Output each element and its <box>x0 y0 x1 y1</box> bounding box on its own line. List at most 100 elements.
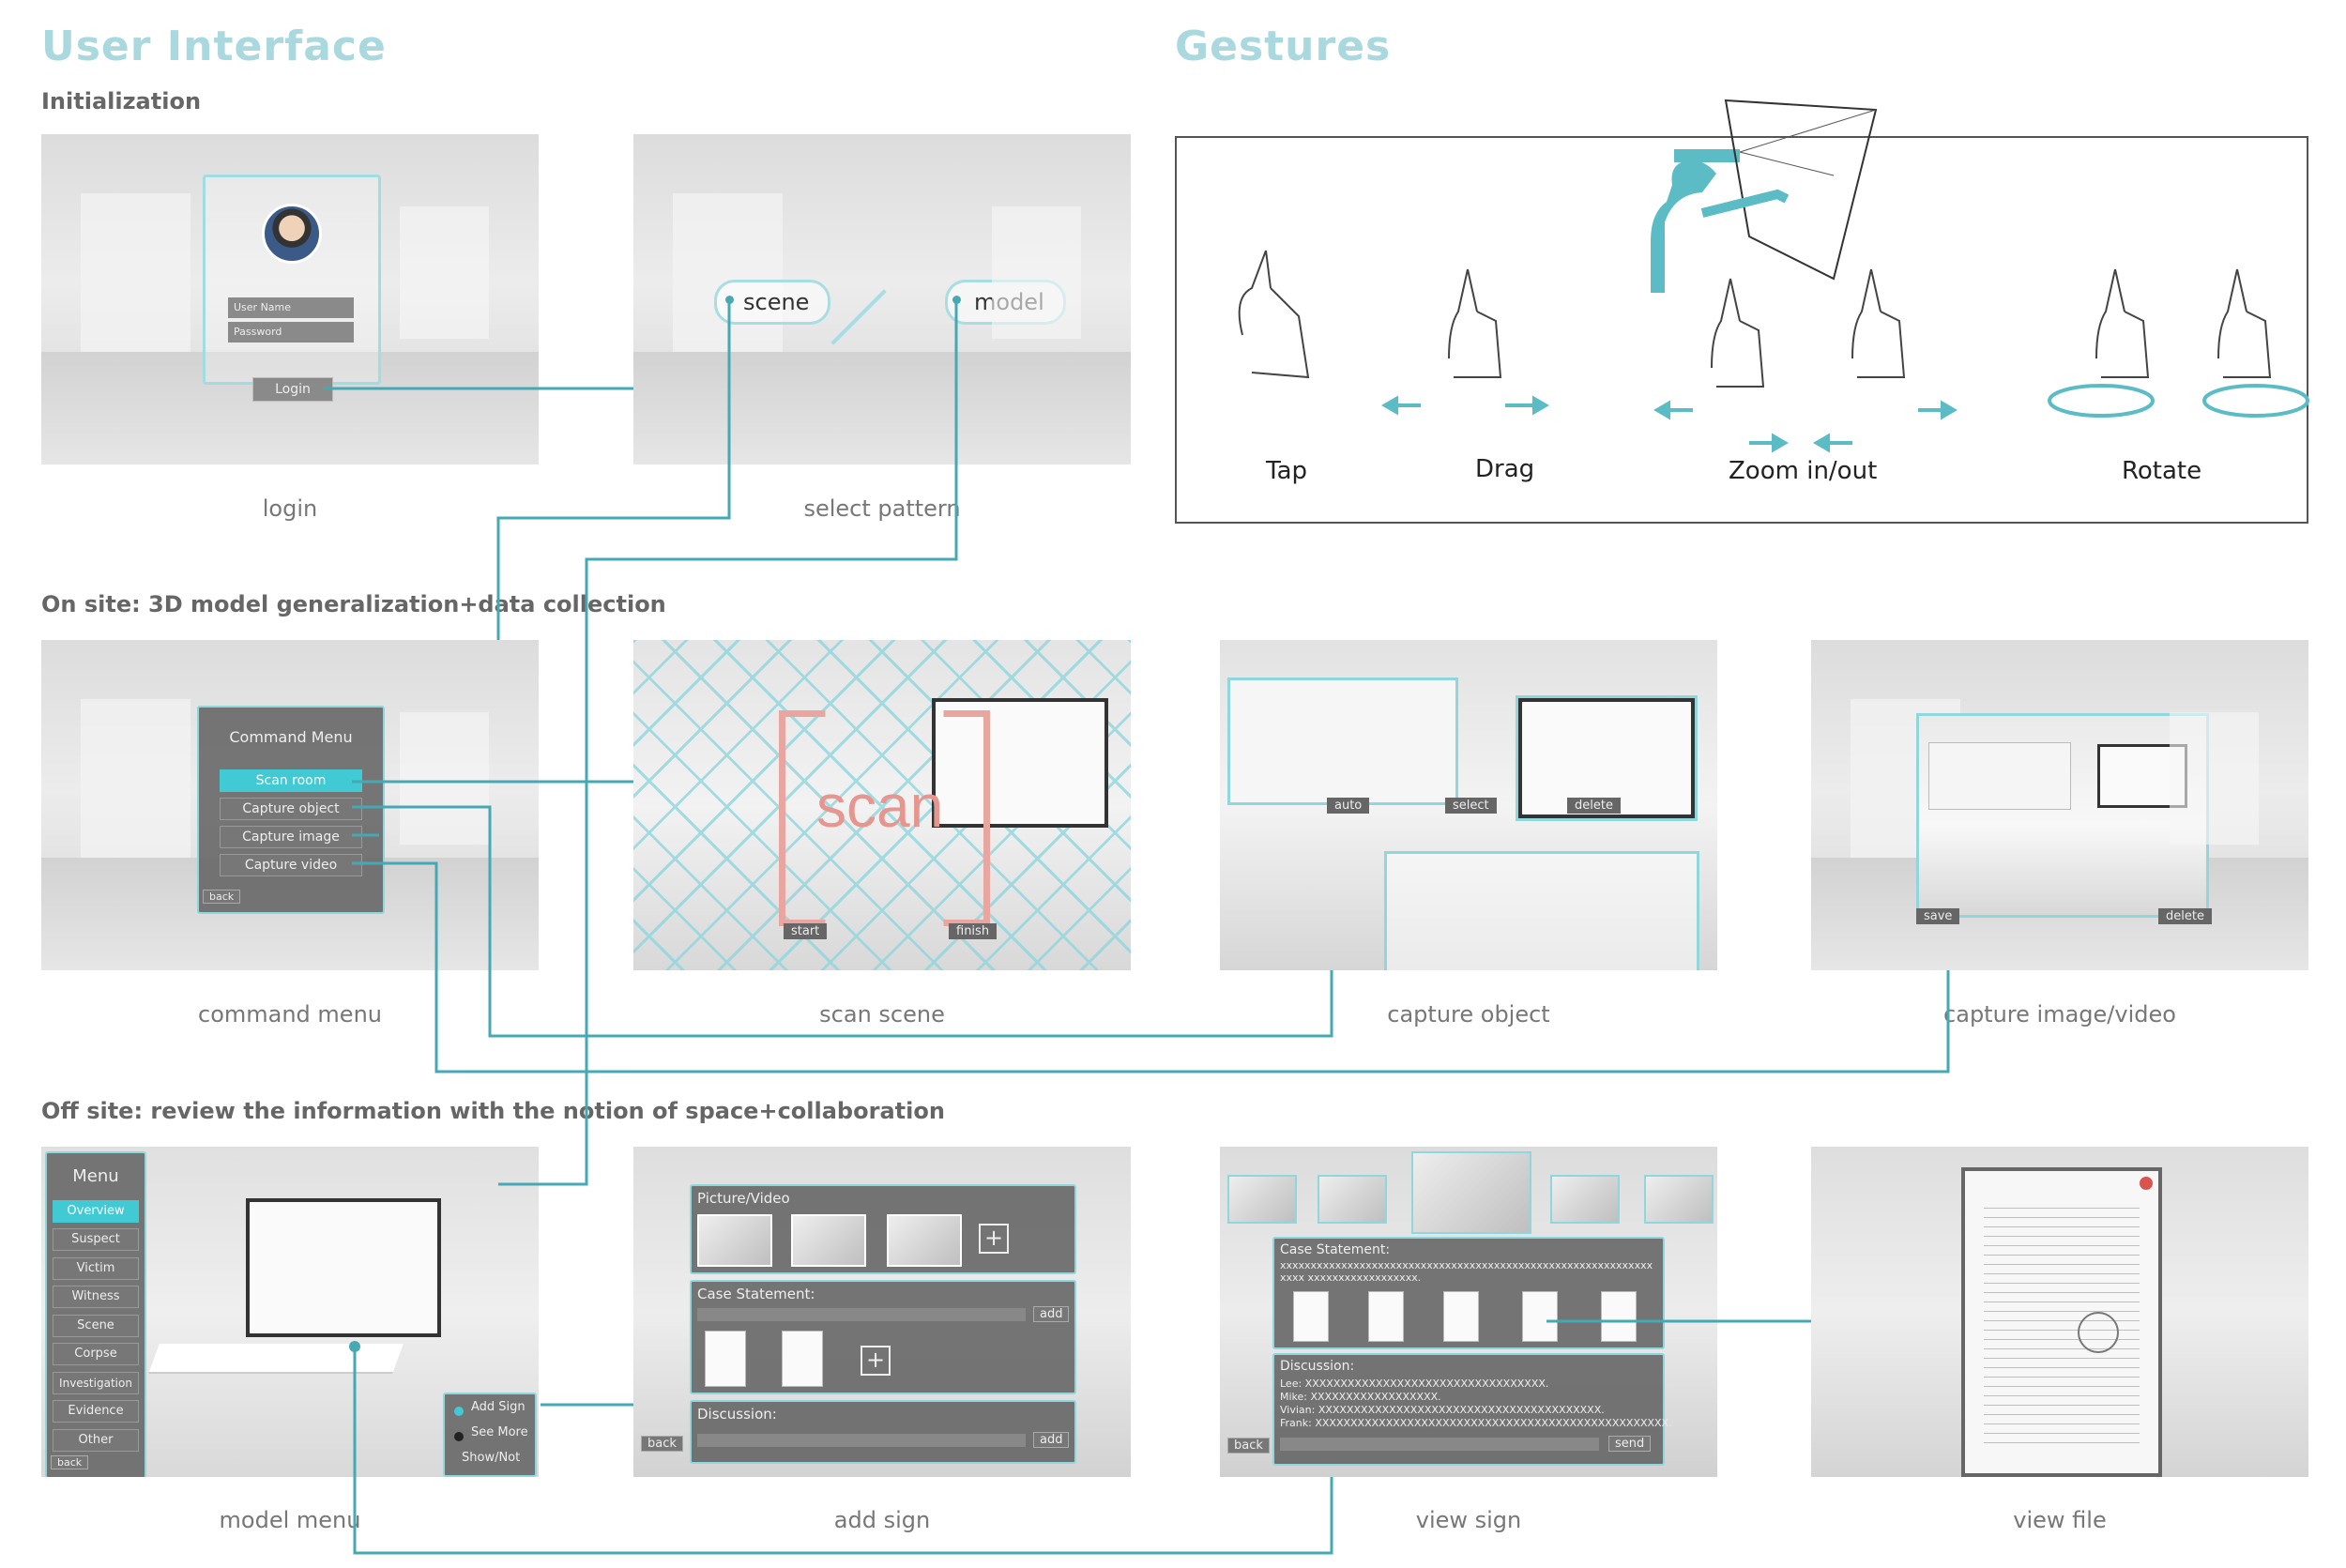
ui-header: User Interface <box>41 23 387 70</box>
sign-actions: Add Sign See More Show/Not <box>443 1393 537 1477</box>
back-button[interactable]: back <box>203 890 241 904</box>
close-icon[interactable] <box>2140 1177 2153 1190</box>
scan-label: scan <box>816 772 944 840</box>
menu-victim[interactable]: Victim <box>53 1257 139 1280</box>
menu-evidence[interactable]: Evidence <box>53 1400 139 1423</box>
caption-view-sign: view sign <box>1415 1507 1522 1533</box>
discussion-label: Discussion: <box>697 1406 777 1423</box>
hand-icons <box>1238 250 2272 388</box>
seal-stamp <box>2078 1312 2119 1353</box>
view-file-screen <box>1811 1147 2308 1477</box>
direction-arrows <box>1381 384 2309 453</box>
discussion-add-button[interactable]: add <box>1033 1432 1070 1448</box>
document-view <box>1961 1167 2162 1477</box>
section-onsite: On site: 3D model generalization+data co… <box>41 591 666 617</box>
capture-object-item[interactable]: Capture object <box>220 798 362 820</box>
view-sign-back-button[interactable]: back <box>1227 1438 1270 1454</box>
case-statement-label: Case Statement: <box>697 1286 815 1302</box>
menu-corpse[interactable]: Corpse <box>53 1343 139 1365</box>
command-menu: Command Menu Scan room Capture object Ca… <box>197 706 385 914</box>
capture-frame <box>1916 713 2209 918</box>
delete-button[interactable]: delete <box>1567 798 1621 814</box>
scan-scene-screen: scan start finish <box>633 640 1131 970</box>
caption-add-sign: add sign <box>833 1507 931 1533</box>
menu-other[interactable]: Other <box>53 1429 139 1452</box>
select-pattern-screen: scene model <box>633 134 1131 464</box>
view-case-label: Case Statement: <box>1280 1242 1391 1257</box>
add-sign-back-button[interactable]: back <box>641 1436 683 1452</box>
picture-video-label: Picture/Video <box>697 1190 790 1207</box>
gesture-tap: Tap <box>1266 457 1308 485</box>
capture-image-item[interactable]: Capture image <box>220 826 362 848</box>
discussion-card: Discussion: add <box>690 1400 1076 1464</box>
caption-select-pattern: select pattern <box>803 495 961 522</box>
section-offsite: Off site: review the information with th… <box>41 1098 945 1124</box>
whiteboard-outline <box>1227 677 1458 805</box>
user-hologram-illustration <box>1651 99 1878 293</box>
thumb-2[interactable] <box>791 1214 866 1267</box>
model-option[interactable]: model <box>945 280 1066 325</box>
scan-room-item[interactable]: Scan room <box>220 769 362 792</box>
login-card: User Name Password Login <box>203 175 381 402</box>
caption-command-menu: command menu <box>198 1001 382 1028</box>
delete-button-2[interactable]: delete <box>2158 908 2212 924</box>
view-discussion-label: Discussion: <box>1280 1359 1355 1374</box>
capture-object-screen: auto select delete <box>1220 640 1717 970</box>
add-media-button[interactable]: + <box>979 1224 1009 1254</box>
view-case-card: Case Statement: xxxxxxxxxxxxxxxxxxxxxxxx… <box>1272 1237 1665 1349</box>
menu-scene[interactable]: Scene <box>53 1315 139 1337</box>
show-not-action[interactable]: Show/Not <box>462 1451 521 1465</box>
command-menu-title: Command Menu <box>229 728 353 746</box>
menu-overview[interactable]: Overview <box>53 1200 139 1223</box>
menu-witness[interactable]: Witness <box>53 1286 139 1308</box>
comment-3: Vivian: XXXXXXXXXXXXXXXXXXXXXXXXXXXXXXXX… <box>1280 1404 1605 1416</box>
doc-1[interactable] <box>705 1331 746 1387</box>
add-sign-screen: Picture/Video + Case Statement: add + Di… <box>633 1147 1131 1477</box>
add-doc-button[interactable]: + <box>861 1346 891 1376</box>
password-field[interactable]: Password <box>228 322 354 343</box>
select-button[interactable]: select <box>1445 798 1497 814</box>
section-initialization: Initialization <box>41 88 202 114</box>
capture-image-screen: save delete <box>1811 640 2308 970</box>
gesture-rotate: Rotate <box>2122 457 2202 485</box>
gestures-panel: Tap Drag Zoom in/out Rotate <box>1175 99 2309 524</box>
case-statement-card: Case Statement: add + <box>690 1280 1076 1394</box>
comment-input[interactable] <box>1280 1438 1599 1451</box>
menu-investigation[interactable]: Investigation <box>53 1372 139 1394</box>
comment-1: Lee: XXXXXXXXXXXXXXXXXXXXXXXXXXXXXXXXXX. <box>1280 1378 1549 1390</box>
capture-video-item[interactable]: Capture video <box>220 854 362 876</box>
save-button[interactable]: save <box>1916 908 1960 924</box>
finish-button[interactable]: finish <box>949 923 998 939</box>
doc-2[interactable] <box>782 1331 823 1387</box>
discussion-input[interactable] <box>697 1434 1026 1447</box>
avatar <box>262 204 322 264</box>
menu-suspect[interactable]: Suspect <box>53 1228 139 1251</box>
login-button[interactable]: Login <box>252 377 333 402</box>
caption-model-menu: model menu <box>219 1507 361 1533</box>
view-sign-screen: Case Statement: xxxxxxxxxxxxxxxxxxxxxxxx… <box>1220 1147 1717 1477</box>
caption-capture-image: capture image/video <box>1943 1001 2176 1028</box>
sign-marker[interactable] <box>349 1341 360 1352</box>
picture-video-card: Picture/Video + <box>690 1184 1076 1274</box>
model-back-button[interactable]: back <box>51 1455 89 1469</box>
model-menu-screen: Menu Overview Suspect Victim Witness Sce… <box>41 1147 539 1477</box>
caption-capture-object: capture object <box>1387 1001 1550 1028</box>
caption-login: login <box>262 495 318 522</box>
gesture-zoom: Zoom in/out <box>1729 457 1878 485</box>
thumb-3[interactable] <box>887 1214 962 1267</box>
caption-scan-scene: scan scene <box>819 1001 945 1028</box>
gestures-header: Gestures <box>1175 23 1392 70</box>
comment-4: Frank: XXXXXXXXXXXXXXXXXXXXXXXXXXXXXXXXX… <box>1280 1417 1672 1429</box>
table-outline <box>1384 851 1699 970</box>
start-button[interactable]: start <box>784 923 828 939</box>
add-sign-action[interactable]: Add Sign <box>471 1400 526 1414</box>
username-field[interactable]: User Name <box>228 297 354 318</box>
model-menu-title: Menu <box>72 1166 119 1186</box>
thumb-1[interactable] <box>697 1214 772 1267</box>
send-button[interactable]: send <box>1608 1436 1652 1452</box>
view-discussion-card: Discussion: Lee: XXXXXXXXXXXXXXXXXXXXXXX… <box>1272 1353 1672 1466</box>
case-input[interactable] <box>697 1308 1026 1321</box>
case-add-button[interactable]: add <box>1033 1306 1070 1322</box>
see-more-action[interactable]: See More <box>471 1425 528 1439</box>
auto-button[interactable]: auto <box>1327 798 1370 814</box>
